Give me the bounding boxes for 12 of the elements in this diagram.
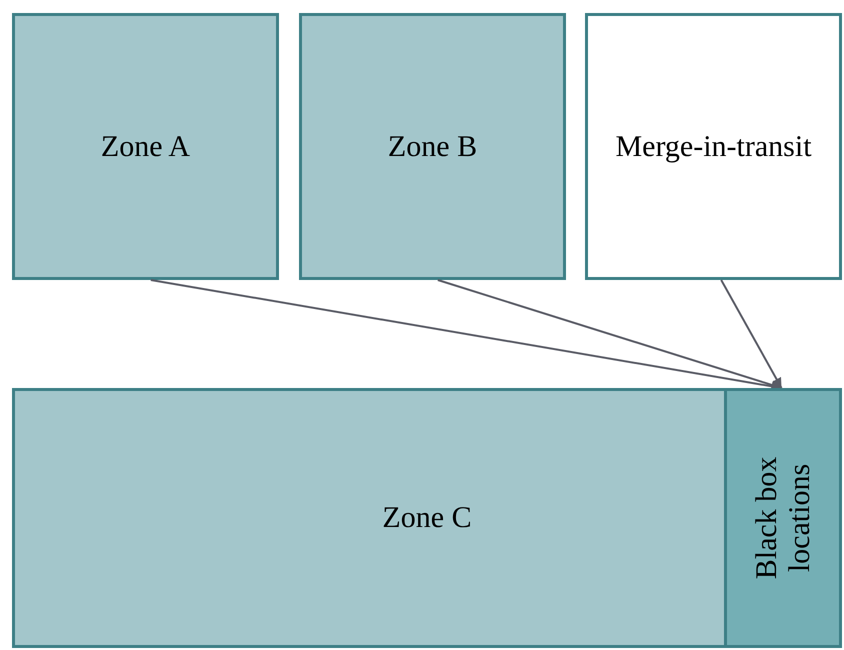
- zone-label: Merge-in-transit: [615, 130, 812, 164]
- arrow: [438, 279, 782, 388]
- zone-box: [585, 13, 842, 280]
- location-box: [724, 391, 839, 645]
- arrow: [720, 280, 782, 388]
- zone-label: Zone C: [382, 501, 472, 535]
- zone-label: Zone A: [100, 130, 190, 164]
- zone-box: [12, 13, 279, 280]
- zone-label: Zone B: [388, 130, 478, 164]
- zone-box: [299, 13, 566, 280]
- zone-box: [12, 388, 842, 648]
- zone-label: Black box locations: [750, 456, 816, 582]
